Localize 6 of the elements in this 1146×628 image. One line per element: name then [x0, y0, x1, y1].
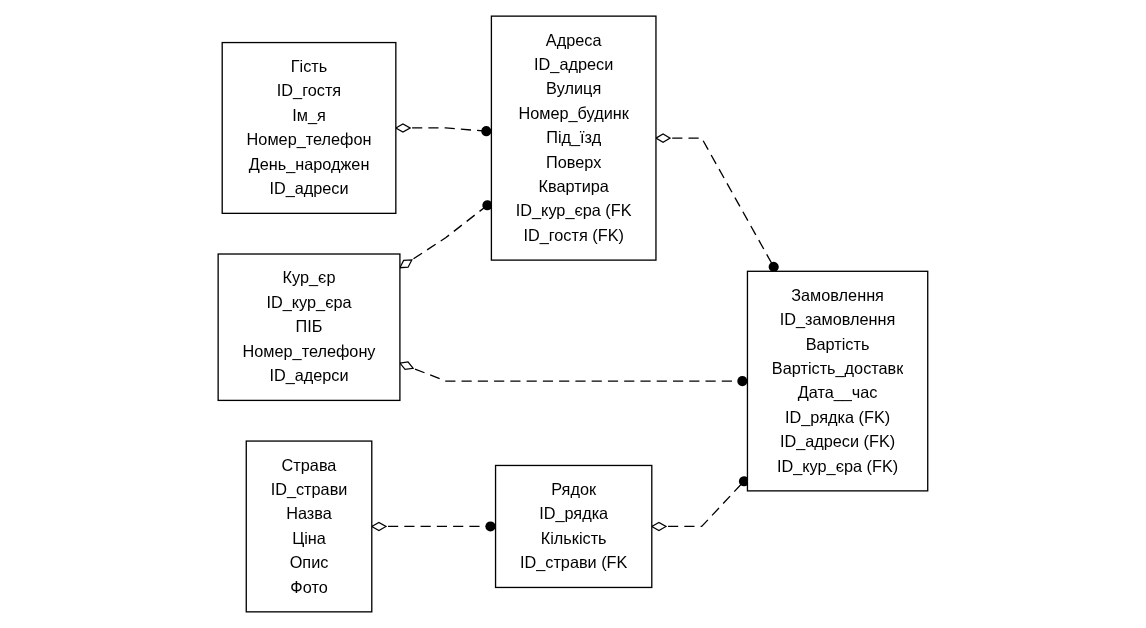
node-box: Рядок ID_рядка Кількість ID_страви (FK: [494, 464, 653, 589]
node-box: Замовлення ID_замовлення Вартість Вартість_доставк Дата__час ID_рядка (FK) ID_адреси (FK) ID_кур_єра (FK): [746, 270, 929, 492]
node-box: Гість ID_гостя Ім_я Номер_телефон День_народжен ID_адреси: [221, 41, 397, 214]
node-box: Адреса ID_адреси Вулиця Номер_будинк Під_їзд Поверх Квартира ID_кур_єра (FK ID_гостя (FK): [490, 15, 657, 261]
node-box: Кур_єр ID_кур_єра ПІБ Номер_телефону ID_адерси: [217, 253, 401, 402]
node-box: Страва ID_страви Назва Ціна Опис Фото: [245, 440, 373, 613]
